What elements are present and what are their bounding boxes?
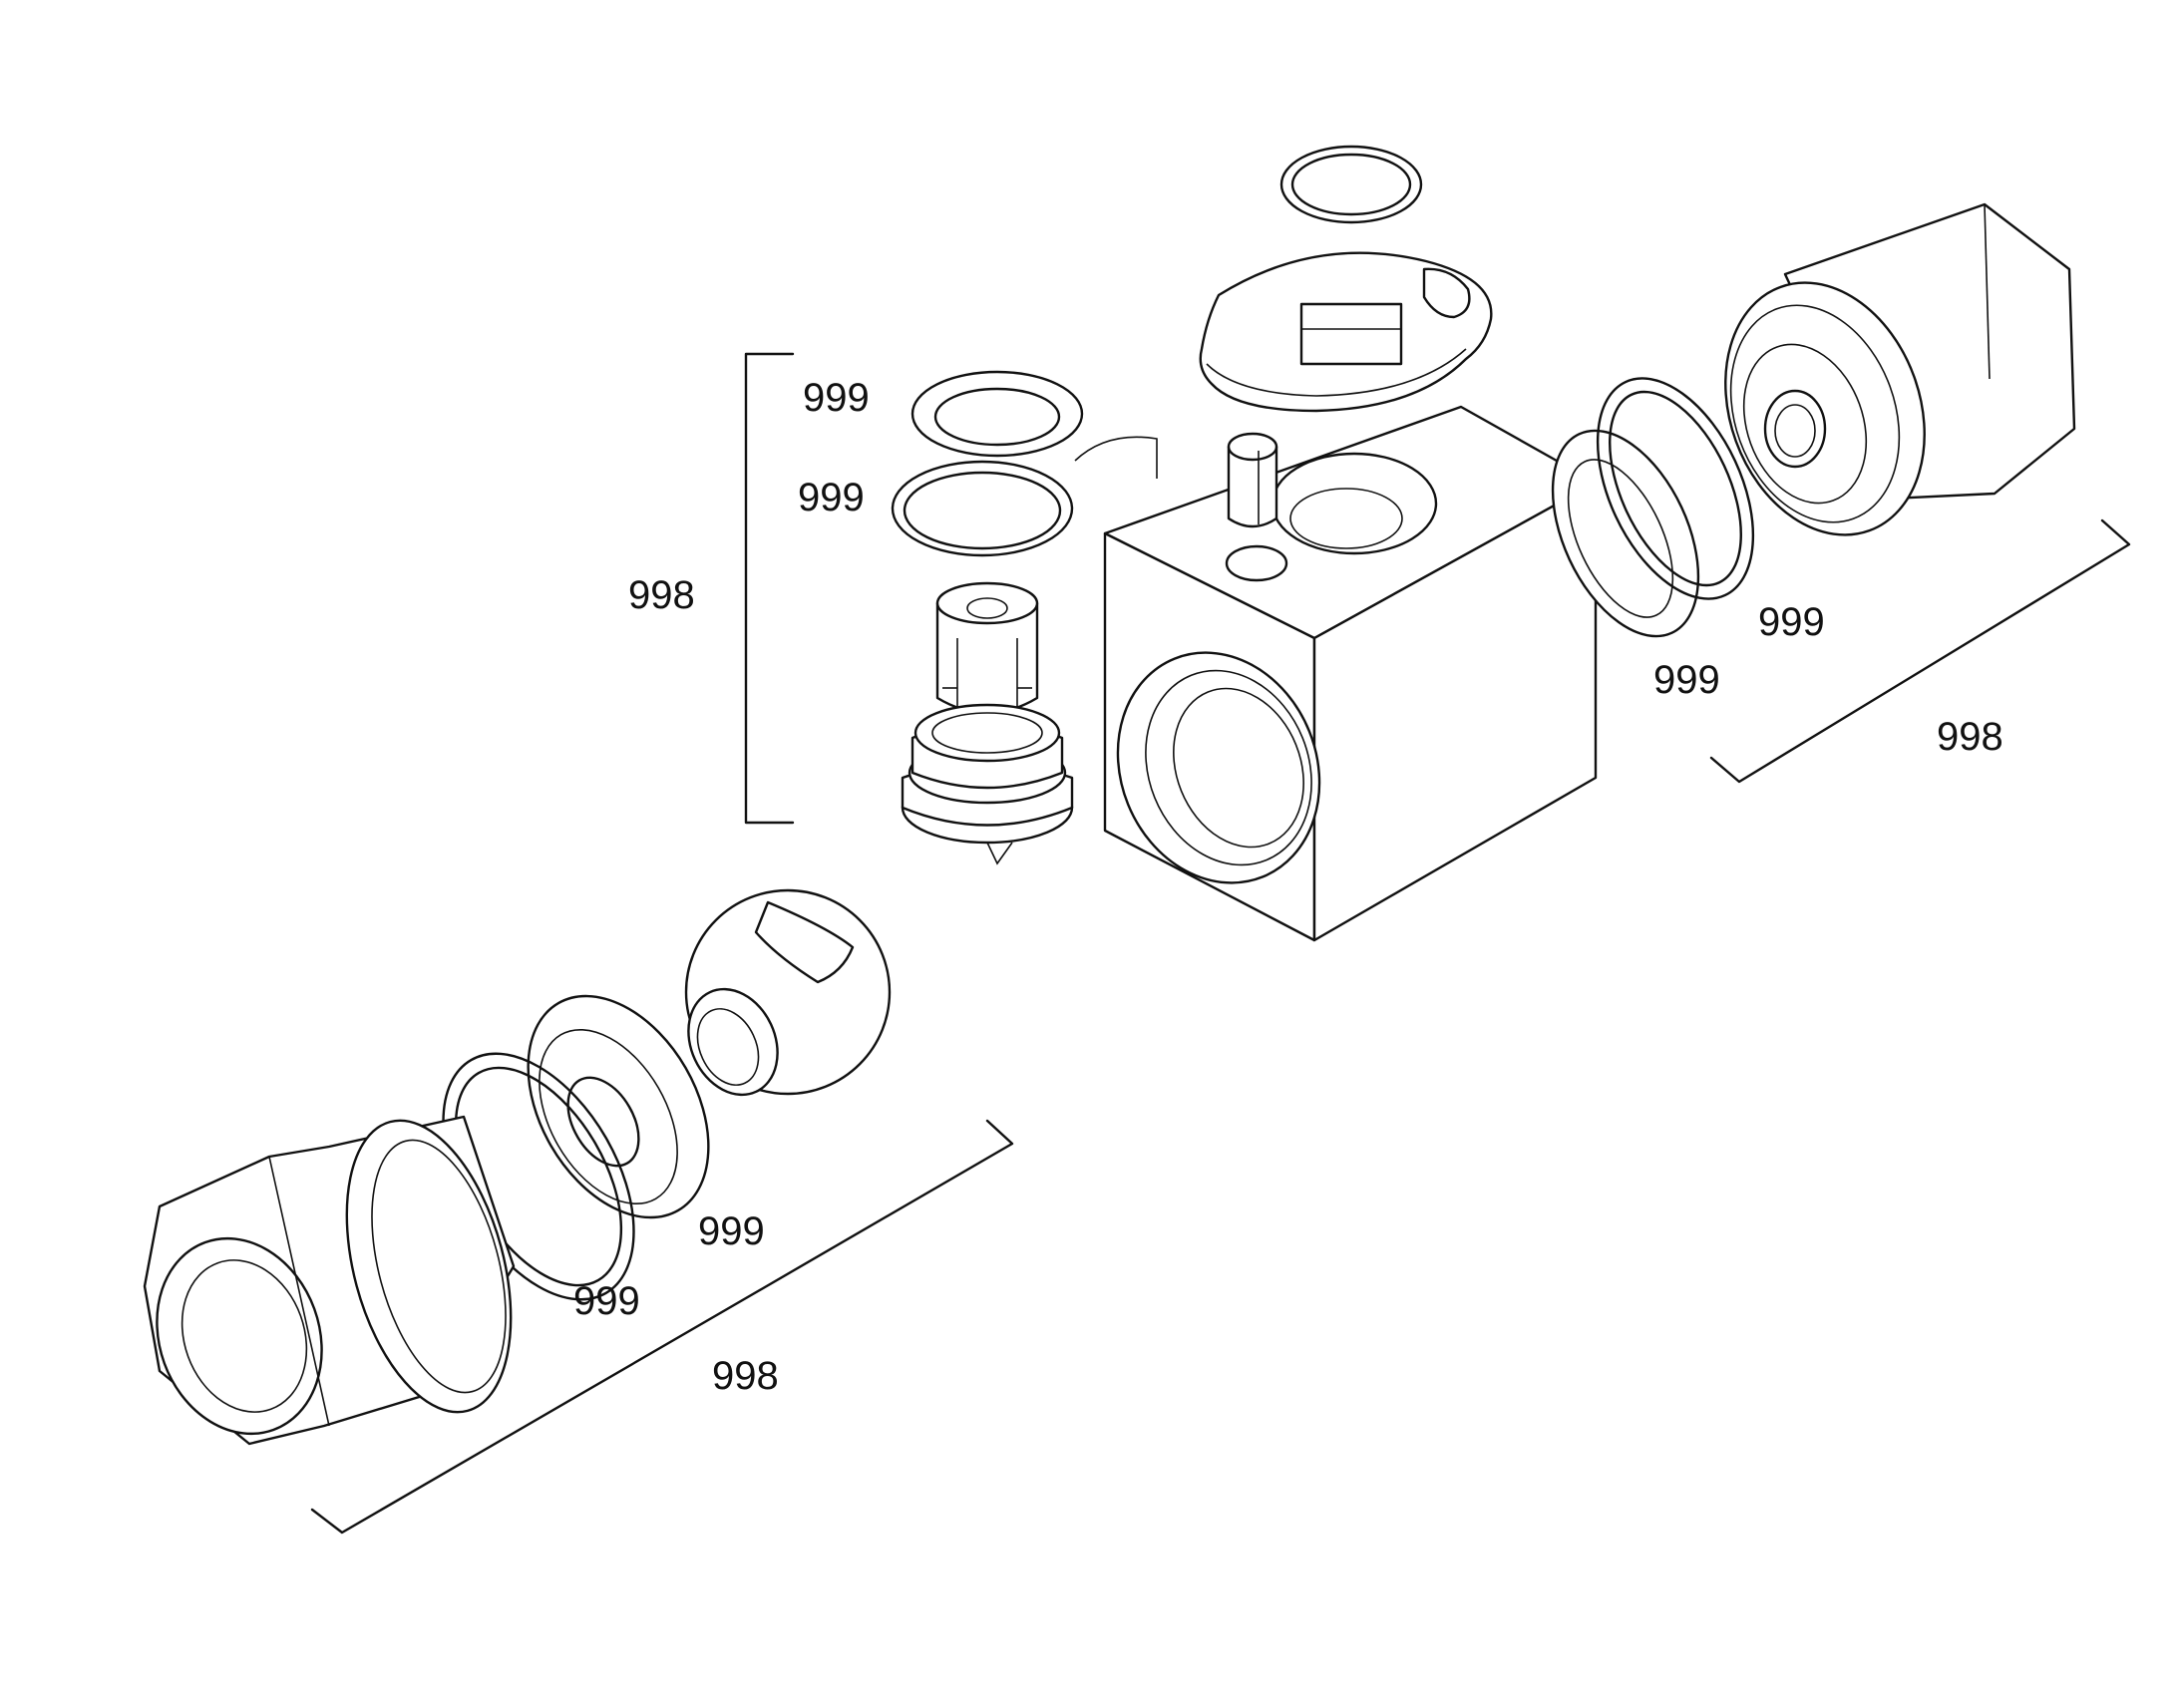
label-top-ring-upper: 999 (803, 376, 870, 420)
ball (684, 888, 892, 1097)
handle-plate (1199, 251, 1493, 413)
left-seat-ring (527, 994, 710, 1219)
stem-pin (1227, 432, 1278, 528)
label-left-ring-outer: 999 (698, 1209, 765, 1253)
stem-assembly (901, 436, 1158, 865)
handle-notch (1422, 267, 1471, 319)
top-ring-lower (891, 460, 1074, 557)
right-dimension-line (1709, 518, 2131, 784)
label-right-group: 998 (1937, 715, 2003, 759)
top-bracket (744, 352, 795, 825)
top-ring-upper (910, 370, 1084, 458)
retaining-ring (1279, 145, 1423, 224)
label-right-ring-inner: 999 (1653, 658, 1720, 702)
label-left-group: 998 (712, 1354, 779, 1398)
right-nut-fitting (1724, 202, 2076, 536)
left-dimension-line (310, 1119, 1014, 1535)
valve-body-block (1103, 405, 1598, 942)
left-nut-fitting (143, 1115, 516, 1446)
label-top-ring-lower: 999 (798, 476, 865, 519)
label-left-ring-inner: 999 (573, 1279, 640, 1323)
label-top-bracket-group: 998 (628, 573, 695, 617)
label-right-ring-outer: 999 (1758, 600, 1825, 644)
right-o-ring (1596, 377, 1755, 600)
square-slot (1299, 302, 1403, 366)
